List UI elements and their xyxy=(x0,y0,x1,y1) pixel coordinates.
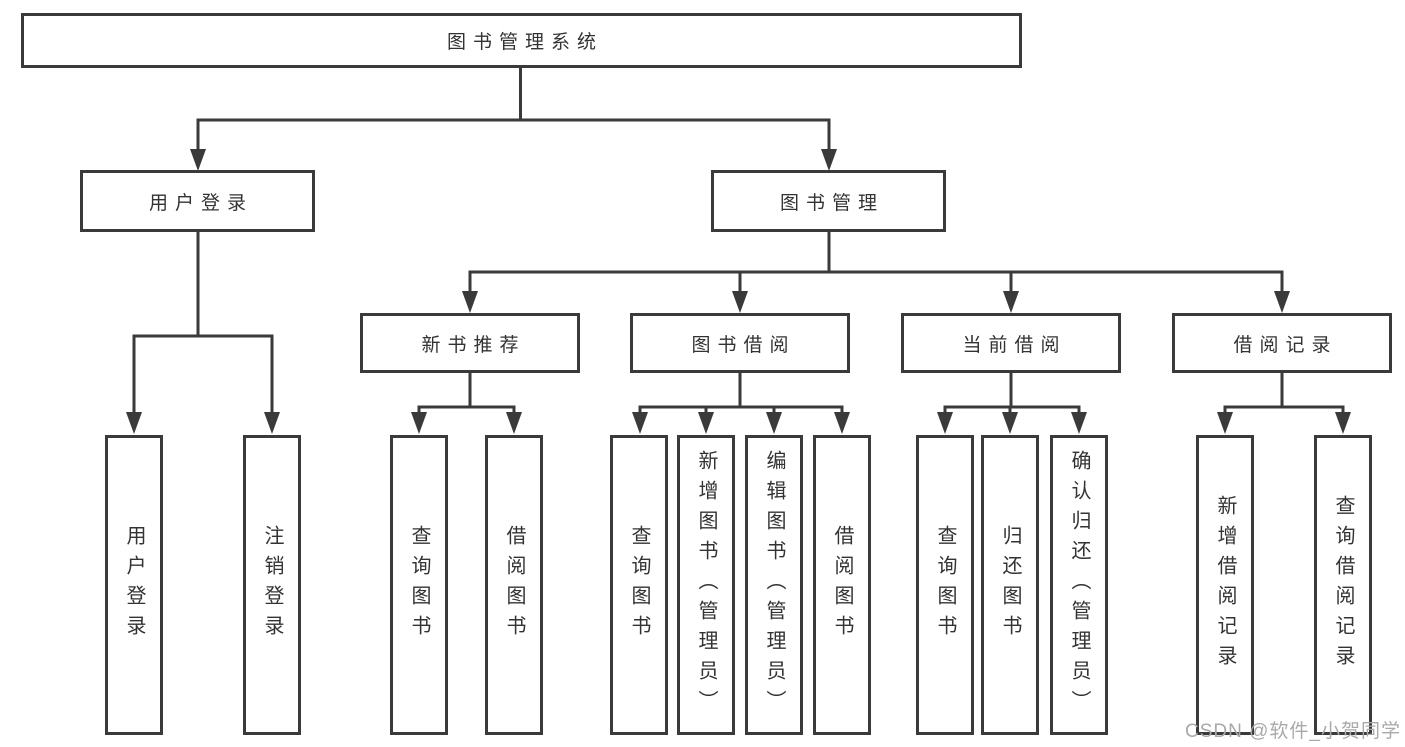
node-label: 图书借阅 xyxy=(691,334,796,356)
arrow-down-icon xyxy=(264,412,280,434)
arrow-down-icon xyxy=(834,412,850,434)
arrow-down-icon xyxy=(1335,412,1351,434)
node-label: 图书管理 xyxy=(779,192,884,214)
arrow-down-icon xyxy=(1002,412,1018,434)
arrow-down-icon xyxy=(732,291,748,313)
arrow-down-icon xyxy=(937,412,953,434)
arrow-down-icon xyxy=(506,412,522,434)
node-label: 查询图书 xyxy=(934,525,956,645)
leaf-add-borrow-record: 新增借阅记录 xyxy=(1196,435,1254,735)
node-label: 借阅图书 xyxy=(831,525,853,645)
node-label: 查询借阅记录 xyxy=(1332,495,1354,675)
arrow-down-icon xyxy=(190,149,206,171)
connector-current-borrow-to-leaves xyxy=(937,371,1087,434)
leaf-query-books-borrow: 查询图书 xyxy=(610,435,668,735)
arrow-down-icon xyxy=(411,412,427,434)
leaf-query-books-recommend: 查询图书 xyxy=(390,435,448,735)
csdn-watermark: CSDN @软件_小贺同学 xyxy=(1185,721,1401,742)
arrow-down-icon xyxy=(766,412,782,434)
node-label: 归还图书 xyxy=(999,525,1021,645)
arrow-down-icon xyxy=(462,291,478,313)
node-label: 确认归还（管理员） xyxy=(1068,450,1090,720)
leaf-borrow-books-recommend: 借阅图书 xyxy=(485,435,543,735)
node-label: 新增借阅记录 xyxy=(1214,495,1236,675)
leaf-return-books: 归还图书 xyxy=(981,435,1039,735)
leaf-query-borrow-record: 查询借阅记录 xyxy=(1314,435,1372,735)
node-label: 编辑图书（管理员） xyxy=(763,450,785,720)
leaf-query-books-current: 查询图书 xyxy=(916,435,974,735)
arrow-down-icon xyxy=(126,412,142,434)
node-label: 新书推荐 xyxy=(421,334,526,356)
node-borrow-records: 借阅记录 xyxy=(1172,313,1392,373)
leaf-confirm-return-admin: 确认归还（管理员） xyxy=(1050,435,1108,735)
node-label: 用户登录 xyxy=(123,525,145,645)
node-book-borrow: 图书借阅 xyxy=(630,313,850,373)
node-user-login: 用户登录 xyxy=(80,170,315,232)
arrow-down-icon xyxy=(1274,291,1290,313)
node-label: 当前借阅 xyxy=(962,334,1067,356)
node-label: 注销登录 xyxy=(261,525,283,645)
node-label: 图书管理系统 xyxy=(446,32,603,53)
arrow-down-icon xyxy=(698,412,714,434)
node-label: 借阅记录 xyxy=(1233,334,1338,356)
arrow-down-icon xyxy=(1071,412,1087,434)
connector-borrow-records-to-leaves xyxy=(1217,371,1351,434)
node-root-system: 图书管理系统 xyxy=(21,13,1022,68)
connector-book-management-to-level3 xyxy=(462,230,1290,313)
leaf-borrow-books: 借阅图书 xyxy=(813,435,871,735)
node-label: 新增图书（管理员） xyxy=(695,450,717,720)
leaf-edit-books-admin: 编辑图书（管理员） xyxy=(745,435,803,735)
node-book-management: 图书管理 xyxy=(711,170,946,232)
leaf-add-books-admin: 新增图书（管理员） xyxy=(677,435,735,735)
arrow-down-icon xyxy=(632,412,648,434)
node-new-book-recommend: 新书推荐 xyxy=(360,313,580,373)
node-current-borrow: 当前借阅 xyxy=(901,313,1121,373)
connector-root-to-level2 xyxy=(190,66,837,171)
arrow-down-icon xyxy=(1003,291,1019,313)
connector-new-book-to-leaves xyxy=(411,371,522,434)
node-label: 用户登录 xyxy=(148,192,253,214)
leaf-user-login: 用户登录 xyxy=(105,435,163,735)
node-label: 查询图书 xyxy=(408,525,430,645)
arrow-down-icon xyxy=(1217,412,1233,434)
arrow-down-icon xyxy=(821,149,837,171)
node-label: 查询图书 xyxy=(628,525,650,645)
node-label: 借阅图书 xyxy=(503,525,525,645)
connector-book-borrow-to-leaves xyxy=(632,371,850,434)
connector-user-login-to-leaves xyxy=(126,230,280,434)
leaf-logout: 注销登录 xyxy=(243,435,301,735)
